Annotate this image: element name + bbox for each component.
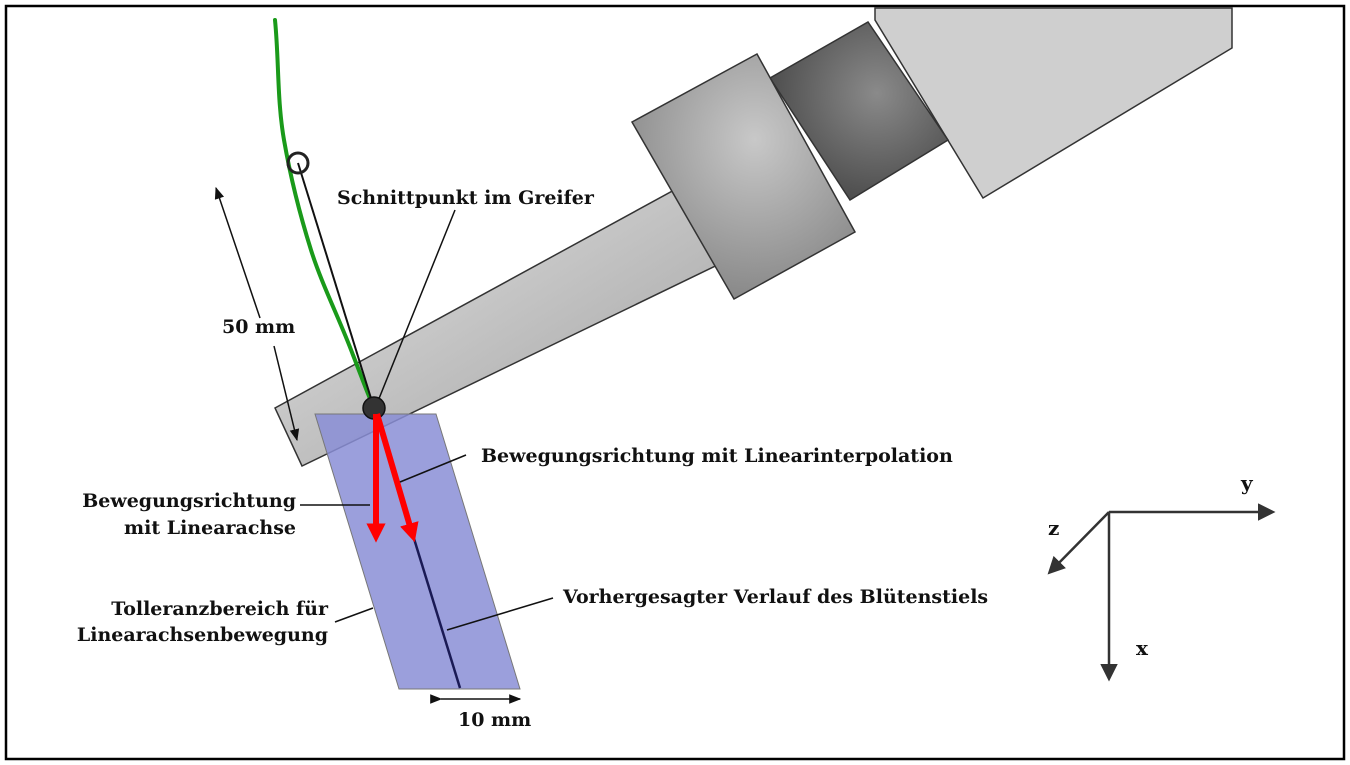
arrow-linear-interpolation (374, 413, 419, 543)
dimension-arrow-50mm-lower (273, 345, 300, 442)
coupling-block (768, 21, 950, 202)
flower-stem (273, 18, 376, 410)
label-10mm: 10 mm (458, 709, 531, 731)
robot-housing (874, 7, 1233, 200)
leader-toleranz (334, 607, 374, 623)
gripper-block (630, 52, 857, 301)
axis-label-y: y (1240, 471, 1254, 495)
axis-z-arrow (1047, 511, 1110, 575)
label-schnittpunkt: Schnittpunkt im Greifer (337, 187, 595, 209)
leader-verlauf (446, 597, 554, 631)
axis-label-z: z (1048, 516, 1059, 540)
label-toleranz-1: Tolleranzbereich für (111, 598, 329, 620)
label-bewegung-linearinterpolation: Bewegungsrichtung mit Linearinterpolatio… (481, 445, 953, 467)
label-toleranz-2: Linearachsenbewegung (77, 624, 328, 646)
axis-label-x: x (1136, 636, 1149, 660)
label-bewegung-linearachse-2: mit Linearachse (124, 517, 296, 539)
label-verlauf: Vorhergesagter Verlauf des Blütenstiels (562, 586, 988, 608)
stem-projection-line (297, 162, 375, 409)
leader-schnittpunkt (375, 209, 456, 407)
stem-reference-marker (286, 151, 310, 175)
leader-linearinterpolation (399, 454, 467, 483)
label-50mm: 50 mm (222, 316, 295, 338)
label-bewegung-linearachse-1: Bewegungsrichtung (82, 490, 296, 512)
dimension-arrow-50mm (214, 186, 261, 319)
